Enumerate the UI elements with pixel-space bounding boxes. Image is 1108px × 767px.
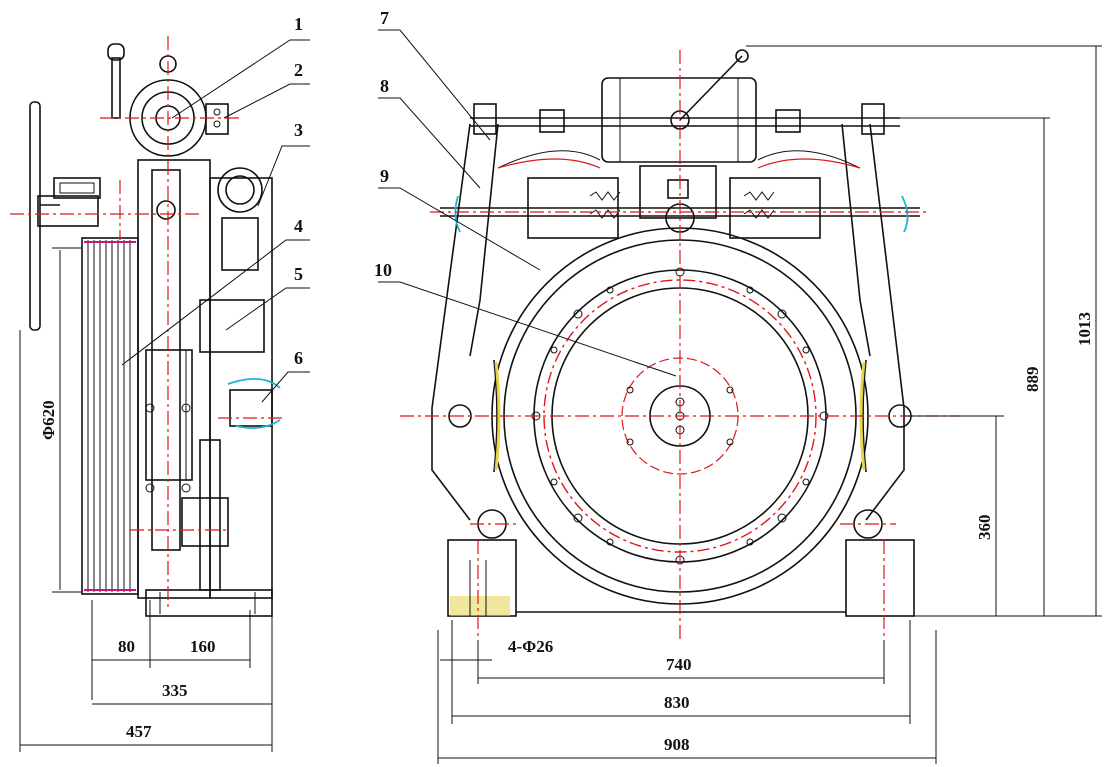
part-label-2: 2 [294,60,303,80]
dim-sheave-diameter: Φ620 [39,400,58,440]
release-lever [111,57,121,119]
part-label-8: 8 [380,76,389,96]
side-view [10,36,310,752]
traction-sheave [81,237,139,595]
part-label-6: 6 [294,348,303,368]
part-label-1: 1 [294,14,303,34]
part-label-4: 4 [294,216,303,236]
eyebolt-ring [217,167,263,213]
encoder-housing [37,195,99,227]
encoder-box [53,177,101,199]
handwheel [29,101,41,331]
release-handle [679,55,743,121]
brake-shoe [145,349,193,481]
dim-908: 908 [664,735,690,754]
part-label-9: 9 [380,166,389,186]
support-block [181,497,229,547]
dim-holes: 4-Φ26 [508,637,553,656]
right-brake-arm [865,123,905,521]
machine-frame [137,159,211,599]
arm-pin [156,200,176,220]
dim-889: 889 [1023,367,1042,393]
nameplate [199,299,265,353]
encoder-label [59,182,95,194]
lever-knob [107,43,125,61]
dim-830: 830 [664,693,690,712]
right-foot [845,539,915,617]
part-label-3: 3 [294,120,303,140]
left-brake-arm [431,123,471,521]
base-plate [145,589,273,617]
front-view [378,29,1102,764]
part-label-10: 10 [374,260,392,280]
dim-160: 160 [190,637,216,656]
brake-magnet [601,77,757,163]
dim-360: 360 [975,515,994,541]
motor-body [209,177,273,599]
eyebolt-base [221,217,259,271]
dim-457: 457 [126,722,152,741]
dim-335: 335 [162,681,188,700]
terminal-box [229,389,273,427]
part-label-7: 7 [380,8,389,28]
microswitch [205,103,229,135]
brake-arm [151,169,181,551]
dim-80: 80 [118,637,135,656]
part-label-5: 5 [294,264,303,284]
eyebolt-inner [225,175,255,205]
dim-1013: 1013 [1075,312,1094,346]
dim-740: 740 [666,655,692,674]
